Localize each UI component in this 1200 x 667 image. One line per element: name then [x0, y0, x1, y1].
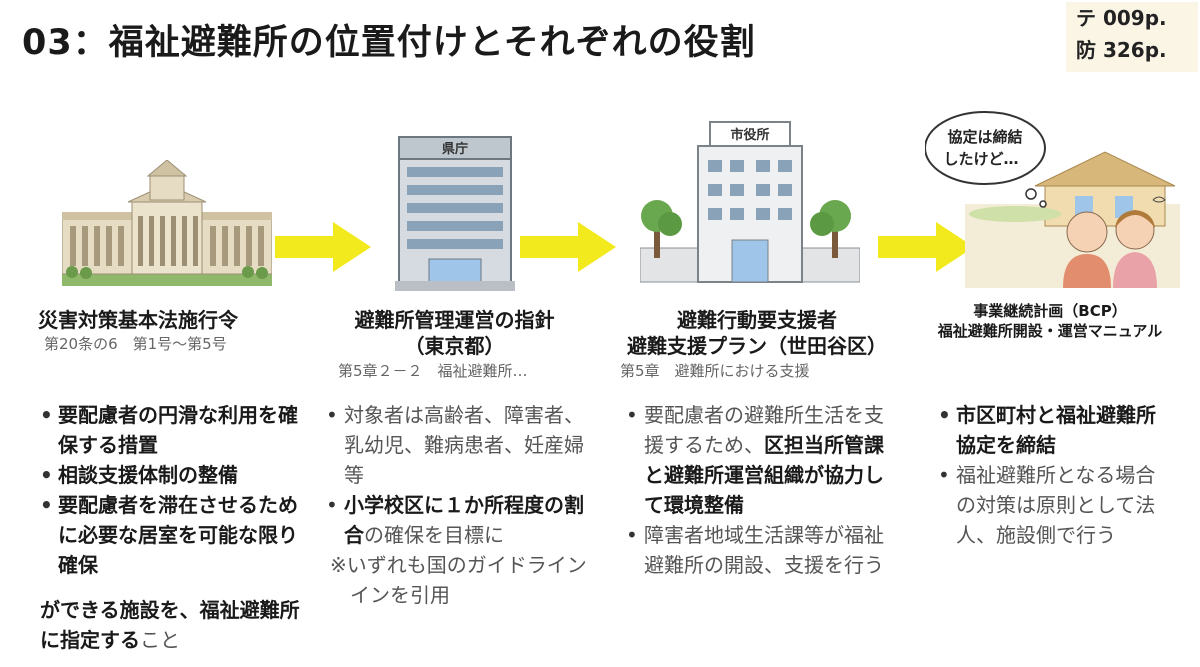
reference-text-2: 防 326p. [1076, 38, 1167, 62]
col1-heading: 災害対策基本法施行令 [38, 308, 238, 332]
col2-heading-line1: 避難所管理運営の指針 [354, 308, 555, 332]
col4-heading-line2: 福祉避難所開設・運営マニュアル [937, 322, 1163, 340]
col3-bullet-1-bold: 区担当所管課と避難所運営組織が協力して環境整備 [644, 433, 884, 517]
col3-bullet-list: 要配慮者の避難所生活を支援するため、区担当所管課と避難所運営組織が協力して環境整… [626, 400, 891, 580]
flow-arrow-1 [275, 222, 371, 272]
col1-subheading: 第20条の6 第1号～第5号 [44, 335, 227, 353]
page-title: 03：福祉避難所の位置付けとそれぞれの役割 [22, 23, 756, 63]
reference-text-1: テ 009p. [1076, 6, 1167, 30]
col2-note: ※いずれも国のガイドライン インを引用 [330, 550, 598, 610]
flow-arrow-3 [878, 222, 974, 272]
col4-bullet-list: 市区町村と福祉避難所協定を締結 福祉避難所となる場合の対策は原則として法人、施設… [938, 400, 1173, 550]
speech-bubble-line-2: したけど… [943, 150, 1018, 168]
col3-bullet-1-pre: 要配慮者の避難所生活を支援するため、 [644, 403, 884, 457]
col2-bullet-1: 対象者は高齢者、障害者、乳幼児、難病患者、妊産婦等 [326, 400, 594, 490]
city-hall-sign-text: 市役所 [730, 127, 769, 143]
col2-note-line2: インを引用 [350, 583, 450, 607]
col2-subheading: 第5章２－２ 福祉避難所… [338, 362, 528, 380]
col4-heading-line1: 事業継続計画（BCP） [973, 302, 1127, 320]
prefecture-office-illustration: 県庁 [395, 136, 515, 291]
col1-note-tail: こと [140, 628, 180, 652]
col1-bullet-2: 相談支援体制の整備 [40, 460, 302, 490]
col3-bullet-1: 要配慮者の避難所生活を支援するため、区担当所管課と避難所運営組織が協力して環境整… [626, 400, 891, 520]
col2-bullet-2: 小学校区に１か所程度の割合の確保を目標に [326, 490, 594, 550]
col4-bullet-1: 市区町村と福祉避難所協定を締結 [938, 400, 1173, 460]
col1-note-bold: ができる施設を、福祉避難所に指定する [40, 598, 300, 652]
col2-bullet-list: 対象者は高齢者、障害者、乳幼児、難病患者、妊産婦等 小学校区に１か所程度の割合の… [326, 400, 594, 550]
col1-bullet-3: 要配慮者を滞在させるために必要な居室を可能な限り確保 [40, 490, 302, 580]
col2-bullet-2-tail: の確保を目標に [364, 523, 504, 547]
col1-note: ができる施設を、福祉避難所に指定すること [40, 595, 302, 655]
col1-bullet-1: 要配慮者の円滑な利用を確保する措置 [40, 400, 302, 460]
page-reference-box: テ 009p. 防 326p. [1066, 2, 1198, 72]
col3-heading-line1: 避難行動要支援者 [677, 308, 837, 332]
speech-bubble-line-1: 協定は締結 [947, 128, 1022, 146]
col2-note-line1: ※いずれも国のガイドライン [330, 553, 587, 577]
facility-staff-illustration: 協定は締結 したけど… [925, 111, 1180, 288]
col3-bullet-2: 障害者地域生活課等が福祉避難所の開設、支援を行う [626, 520, 891, 580]
prefecture-sign-text: 県庁 [442, 141, 468, 157]
col3-heading-line2: 避難支援プラン（世田谷区） [627, 334, 887, 358]
city-hall-illustration: 市役所 [640, 121, 860, 283]
col2-heading-line2: （東京都） [404, 334, 505, 358]
col3-subheading: 第5章 避難所における支援 [620, 362, 810, 380]
col4-bullet-2: 福祉避難所となる場合の対策は原則として法人、施設側で行う [938, 460, 1173, 550]
diet-building-illustration [62, 160, 272, 286]
col2-bullet-2-bold: 小学校区に１か所程度の割合 [344, 493, 584, 547]
flow-arrow-2 [520, 222, 616, 272]
col1-bullet-list: 要配慮者の円滑な利用を確保する措置 相談支援体制の整備 要配慮者を滞在させるため… [40, 400, 302, 580]
